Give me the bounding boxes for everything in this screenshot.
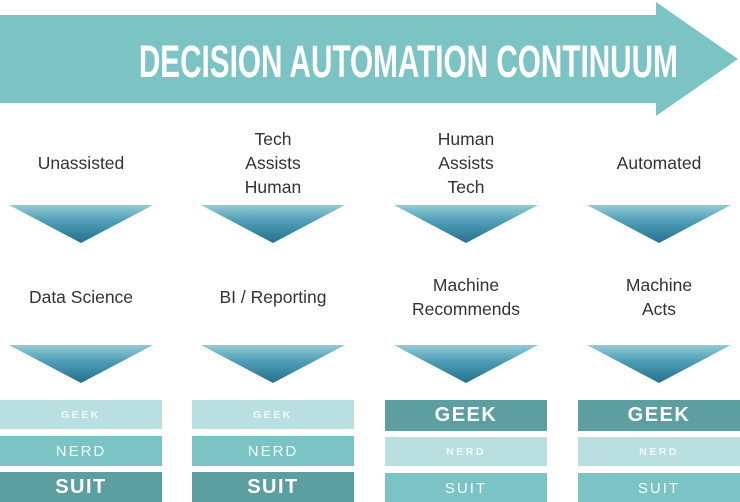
role-boxes: GEEK NERD SUIT: [0, 400, 162, 502]
column-human-assists-tech: Human Assists Tech Machine Recommends GE…: [385, 118, 547, 502]
role-box-nerd: NERD: [385, 437, 547, 466]
role-box-nerd: NERD: [192, 436, 354, 466]
role-box-suit: SUIT: [385, 473, 547, 502]
role-box-suit: SUIT: [0, 472, 162, 502]
column-unassisted: Unassisted Data Science GEEK NERD SUIT: [0, 118, 162, 502]
arrow-banner-body: [0, 15, 660, 103]
role-box-geek: GEEK: [578, 400, 740, 431]
role-box-geek: GEEK: [385, 400, 547, 431]
role-boxes: GEEK NERD SUIT: [385, 400, 547, 502]
stage-label: Tech Assists Human: [244, 129, 302, 197]
triangle-down-icon: [201, 345, 345, 383]
method-label: Data Science: [28, 287, 134, 307]
method-label: Machine Recommends: [412, 275, 520, 319]
stage-label: Unassisted: [37, 153, 125, 173]
column-automated: Automated Machine Acts GEEK NERD SUIT: [578, 118, 740, 502]
role-boxes: GEEK NERD SUIT: [578, 400, 740, 502]
role-box-suit: SUIT: [192, 472, 354, 502]
triangle-down-icon: [394, 345, 538, 383]
triangle-down-icon: [9, 205, 153, 243]
page-title: DECISION AUTOMATION CONTINUUM: [138, 36, 678, 87]
column-tech-assists-human: Tech Assists Human BI / Reporting GEEK N…: [192, 118, 354, 502]
method-label: BI / Reporting: [219, 287, 327, 307]
triangle-down-icon: [587, 205, 731, 243]
page-title-wrap: DECISION AUTOMATION CONTINUUM: [0, 39, 740, 84]
role-box-nerd: NERD: [0, 436, 162, 466]
title-banner: DECISION AUTOMATION CONTINUUM: [0, 0, 740, 118]
role-box-geek: GEEK: [0, 400, 162, 429]
triangle-down-icon: [394, 205, 538, 243]
triangle-down-icon: [587, 345, 731, 383]
stage-label: Human Assists Tech: [437, 129, 495, 197]
role-box-nerd: NERD: [578, 437, 740, 466]
role-boxes: GEEK NERD SUIT: [192, 400, 354, 502]
stage-label: Automated: [616, 153, 702, 173]
method-label: Machine Acts: [625, 275, 693, 319]
role-box-suit: SUIT: [578, 473, 740, 502]
role-box-geek: GEEK: [192, 400, 354, 429]
triangle-down-icon: [9, 345, 153, 383]
triangle-down-icon: [201, 205, 345, 243]
